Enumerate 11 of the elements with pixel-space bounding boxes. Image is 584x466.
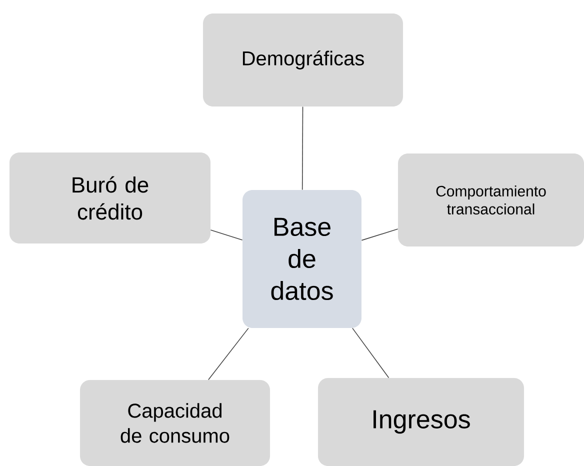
connector-line <box>302 106 304 190</box>
center-box: Base de datos <box>242 190 362 328</box>
connector-line <box>210 230 243 240</box>
connector-line <box>361 228 398 241</box>
category-box: Comportamiento transaccional <box>398 154 584 246</box>
connector-line <box>208 328 249 380</box>
category-box: Demográficas <box>203 14 403 106</box>
connector-line <box>352 328 390 378</box>
category-box: Ingresos <box>318 378 524 466</box>
category-box: Capacidad de consumo <box>80 380 270 466</box>
category-box: Buró de crédito <box>10 152 210 244</box>
